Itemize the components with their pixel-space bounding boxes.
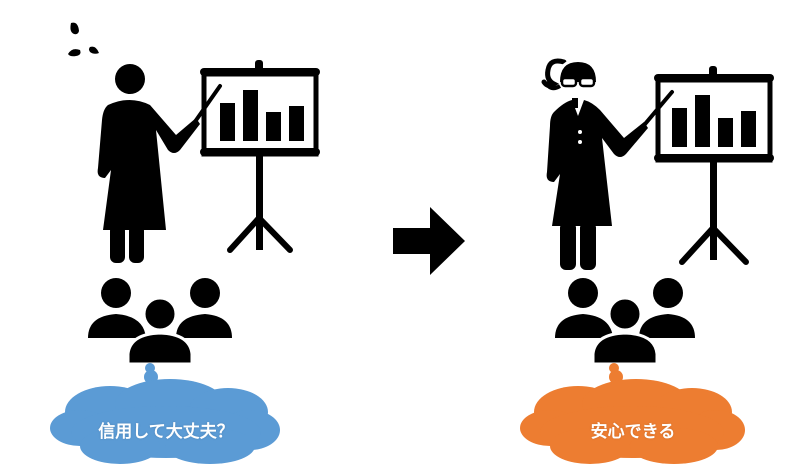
doubt-bubble-text: 信用して大丈夫？ [98,422,234,442]
audience-group-icon [88,278,232,364]
relief-thought-bubble: 安心できる [520,360,746,468]
before-scene: 信用して大丈夫？ [0,0,380,472]
presentation-board-icon [654,66,774,265]
after-scene: 安心できる [480,0,800,472]
doubt-thought-bubble: 信用して大丈夫？ [50,360,282,468]
sweat-drops-icon [68,22,99,57]
cloud-shape-icon [50,363,280,464]
presentation-board-icon [200,60,320,253]
presenter-nervous-woman-icon [97,64,222,263]
relief-bubble-text: 安心できる [590,422,676,442]
audience-group-icon [555,278,695,364]
cloud-shape-icon [520,363,745,464]
arrow-right-icon [393,207,465,275]
